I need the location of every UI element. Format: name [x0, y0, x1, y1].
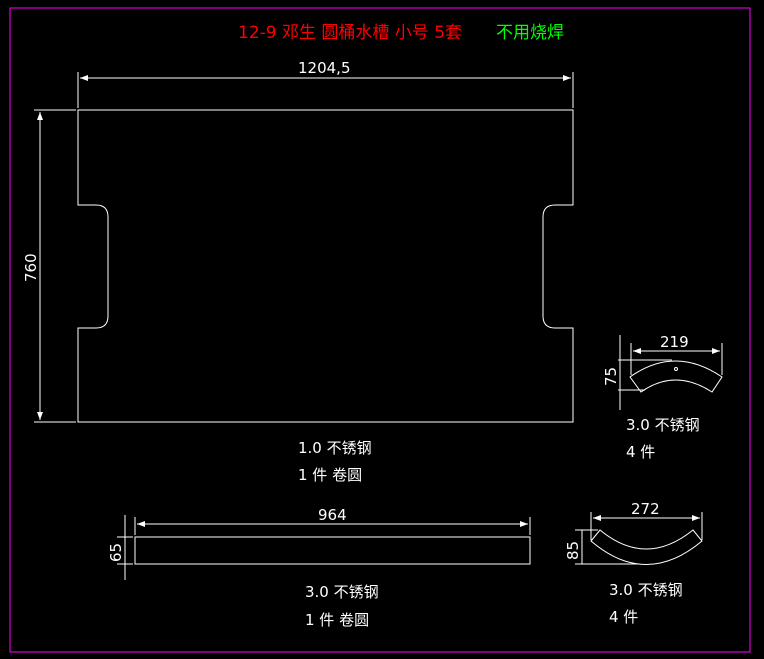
qty-label: 4 件 [609, 608, 638, 626]
title-red: 12-9 邓生 圆桶水槽 小号 5套 [238, 23, 462, 43]
dim-height: 75 [602, 367, 620, 386]
qty-label: 1 件 卷圆 [298, 466, 362, 484]
dim-width: 272 [631, 500, 660, 518]
title-green: 不用烧焊 [496, 23, 564, 43]
strip-piece: 964 65 3.0 不锈钢 1 件 卷圆 [107, 506, 531, 629]
dim-width: 219 [660, 333, 689, 351]
arc-piece-small: 219 75 3.0 不锈钢 4 件 [602, 333, 723, 461]
material-label: 3.0 不锈钢 [609, 581, 683, 599]
dim-width: 964 [318, 506, 347, 524]
dim-height: 85 [564, 541, 582, 560]
material-label: 1.0 不锈钢 [298, 439, 372, 457]
material-label: 3.0 不锈钢 [305, 583, 379, 601]
drawing-frame [9, 7, 751, 653]
dim-height: 760 [22, 253, 40, 282]
qty-label: 1 件 卷圆 [305, 611, 369, 629]
dim-width: 1204,5 [298, 59, 351, 77]
main-panel: 1204,5 760 1.0 不锈钢 1 件 卷圆 [22, 59, 574, 484]
material-label: 3.0 不锈钢 [626, 416, 700, 434]
arc-piece-large: 272 85 3.0 不锈钢 4 件 [564, 500, 703, 626]
dim-height: 65 [107, 543, 125, 562]
qty-label: 4 件 [626, 443, 655, 461]
